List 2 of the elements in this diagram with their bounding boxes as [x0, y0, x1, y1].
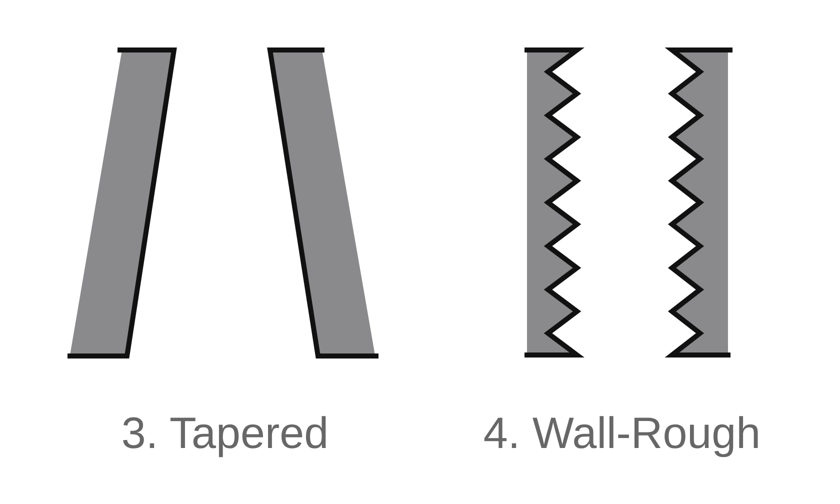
caption-text: 3. Tapered	[121, 412, 329, 456]
caption-text: 4. Wall-Rough	[483, 412, 761, 456]
